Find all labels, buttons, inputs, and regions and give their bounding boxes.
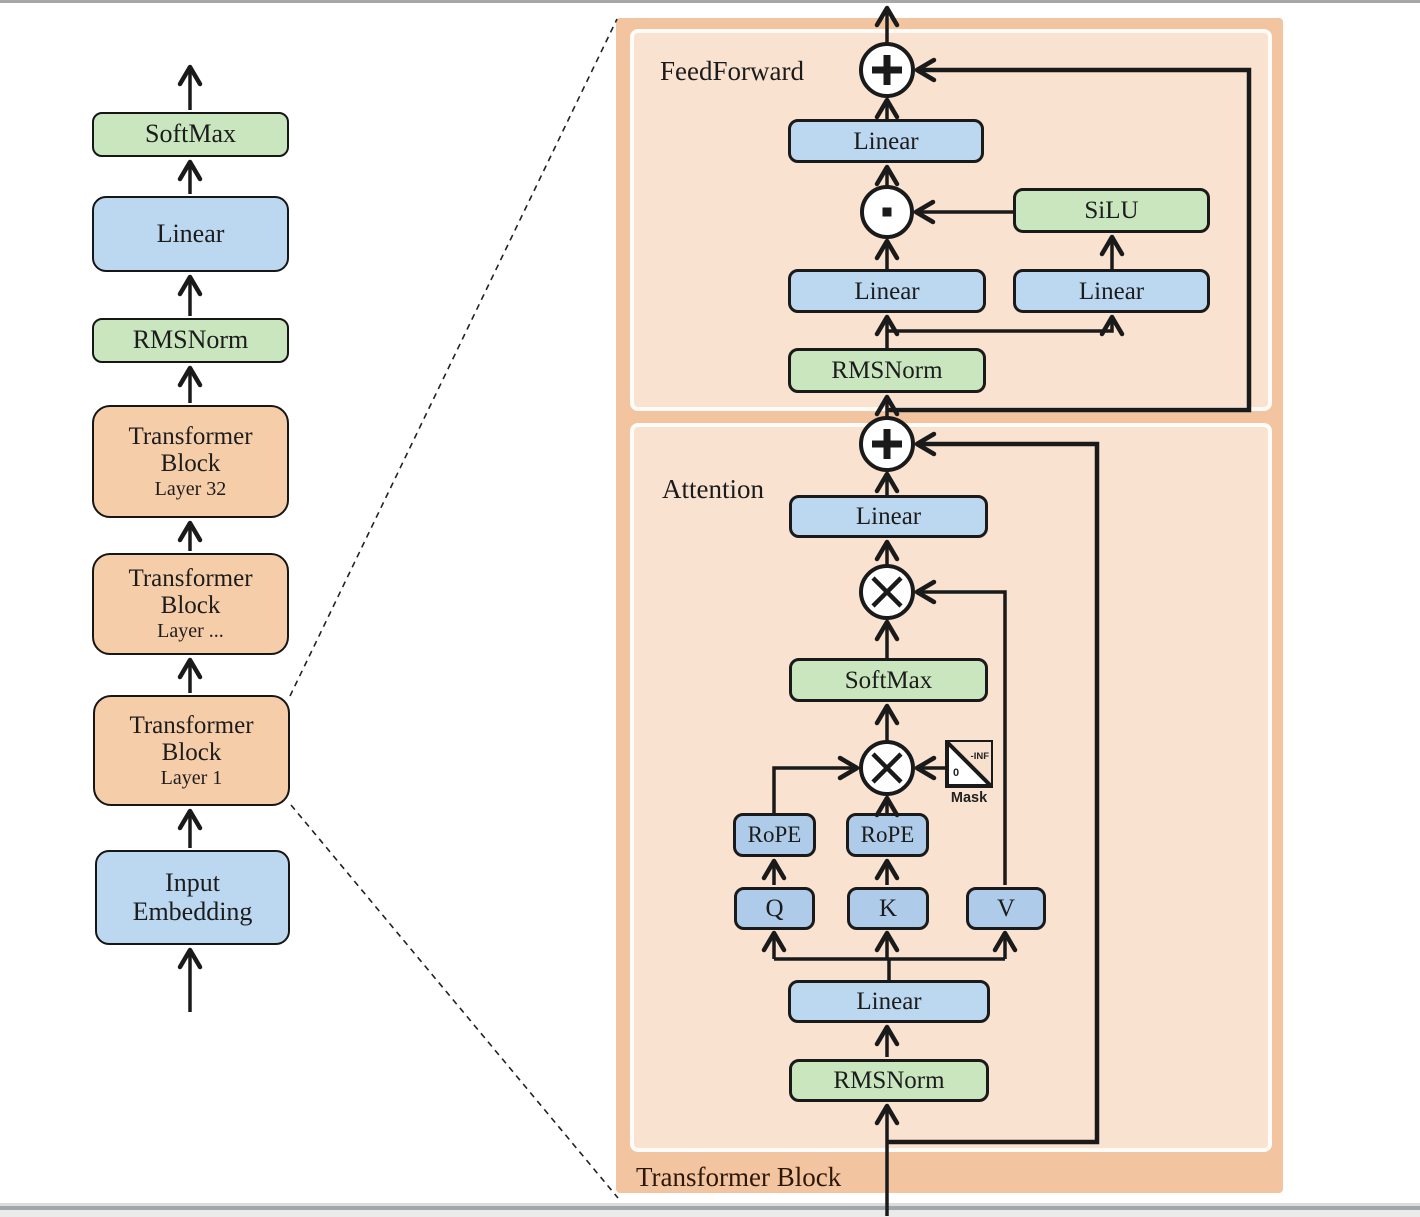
rope-k-box: RoPE	[846, 813, 929, 857]
attention-label: Attention	[662, 474, 764, 504]
att-softmax-label: SoftMax	[844, 666, 933, 694]
transformer-block-layer32-label: Transformer Block	[128, 422, 253, 477]
left-linear-label: Linear	[156, 218, 225, 248]
rope-q-box: RoPE	[733, 813, 816, 857]
ff-linear-gate-box: Linear	[1013, 269, 1210, 313]
left-softmax-label: SoftMax	[145, 119, 236, 149]
rope-k-label: RoPE	[860, 821, 915, 847]
ff-linear-out-label: Linear	[853, 127, 919, 155]
input-embedding-box: Input Embedding	[95, 850, 290, 945]
slide-bottom-border-pale	[0, 1210, 1420, 1217]
q-box: Q	[734, 887, 815, 930]
v-label: V	[996, 895, 1016, 922]
att-linear-in-label: Linear	[856, 988, 922, 1015]
ff-rmsnorm-label: RMSNorm	[831, 357, 943, 384]
ff-silu-label: SiLU	[1084, 197, 1139, 224]
transformer-block-layer-dots-box: Transformer Block Layer ...	[92, 553, 289, 655]
ff-linear-out-box: Linear	[788, 119, 984, 163]
rope-q-label: RoPE	[747, 821, 802, 847]
slide-bottom-border-light	[0, 1203, 1420, 1206]
left-rmsnorm-label: RMSNorm	[132, 325, 249, 355]
expansion-dashed-line-bottom	[290, 804, 619, 1199]
transformer-block-layer-dots-sublabel: Layer ...	[157, 620, 224, 643]
slide-bottom-border	[0, 1206, 1420, 1210]
left-rmsnorm-box: RMSNorm	[92, 318, 289, 363]
ff-linear-up-box: Linear	[788, 269, 986, 313]
k-label: K	[878, 895, 898, 922]
att-softmax-box: SoftMax	[789, 658, 988, 702]
ff-rmsnorm-box: RMSNorm	[788, 348, 986, 393]
input-embedding-label: Input Embedding	[132, 868, 253, 926]
att-rmsnorm-box: RMSNorm	[789, 1059, 989, 1102]
expansion-dashed-line-top	[289, 18, 618, 697]
slide-top-border	[0, 0, 1420, 3]
v-box: V	[966, 887, 1046, 930]
transformer-block-layer1-box: Transformer Block Layer 1	[93, 695, 290, 806]
left-softmax-box: SoftMax	[92, 112, 289, 157]
transformer-block-layer1-sublabel: Layer 1	[160, 766, 223, 789]
ff-linear-gate-label: Linear	[1078, 277, 1145, 305]
expansion-dashed-lines	[289, 18, 619, 1199]
transformer-block-layer-dots-label: Transformer Block	[128, 565, 253, 620]
att-linear-in-box: Linear	[788, 980, 990, 1023]
ff-linear-up-label: Linear	[854, 277, 920, 305]
ff-silu-box: SiLU	[1013, 188, 1210, 233]
att-linear-out-box: Linear	[789, 495, 988, 538]
left-linear-box: Linear	[92, 196, 289, 272]
feedforward-label: FeedForward	[660, 56, 804, 86]
transformer-block-layer32-box: Transformer Block Layer 32	[92, 405, 289, 518]
k-box: K	[847, 887, 929, 930]
transformer-block-layer1-label: Transformer Block	[129, 711, 254, 766]
transformer-block-layer32-sublabel: Layer 32	[154, 477, 227, 500]
att-linear-out-label: Linear	[855, 503, 922, 530]
att-rmsnorm-label: RMSNorm	[833, 1067, 945, 1094]
q-label: Q	[765, 895, 784, 922]
transformer-block-panel-title: Transformer Block	[636, 1162, 842, 1192]
